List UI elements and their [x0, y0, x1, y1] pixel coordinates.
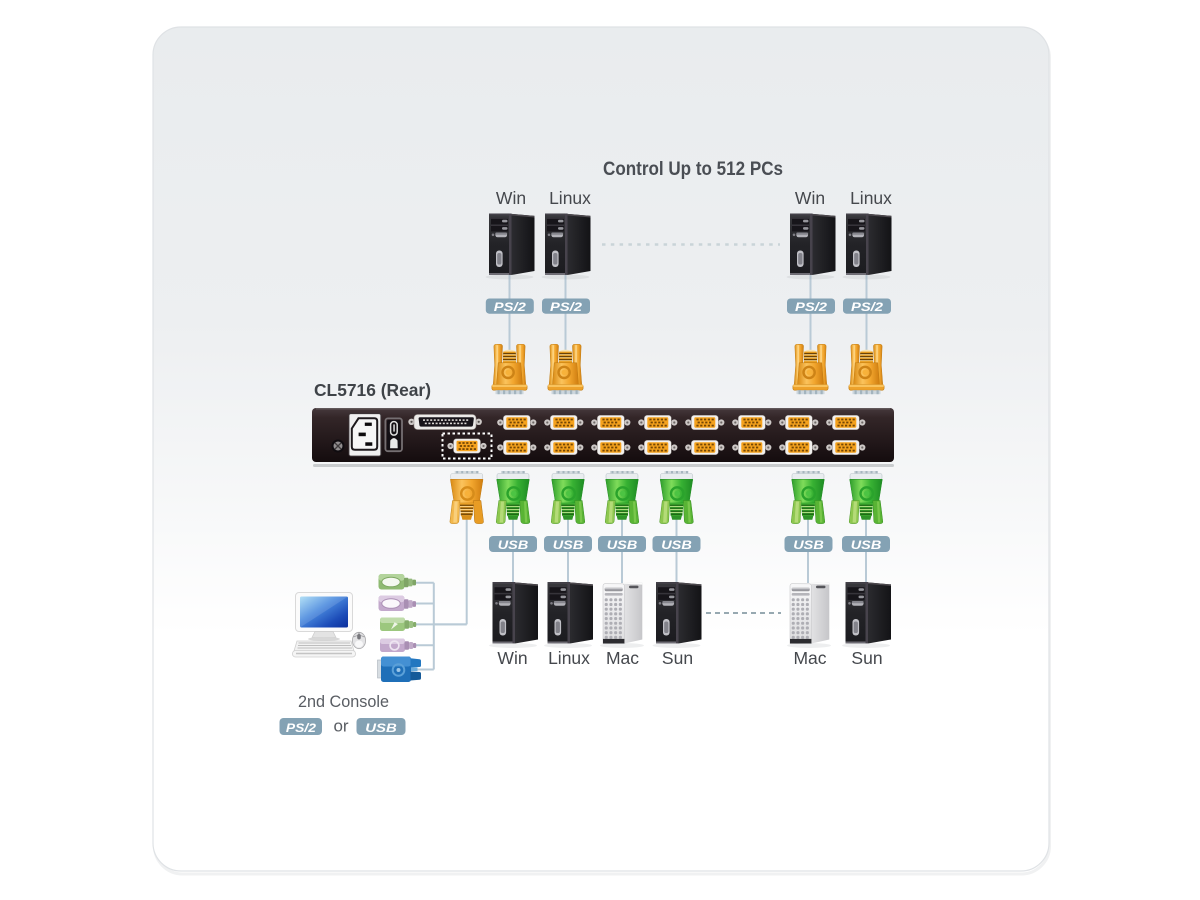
svg-text:Sun: Sun: [662, 648, 693, 668]
svg-text:Linux: Linux: [549, 188, 591, 208]
svg-text:2nd Console: 2nd Console: [298, 692, 389, 711]
svg-text:USB: USB: [498, 540, 529, 552]
svg-text:USB: USB: [851, 540, 882, 552]
svg-text:PS/2: PS/2: [550, 302, 583, 314]
svg-text:PS/2: PS/2: [494, 302, 527, 314]
svg-text:Win: Win: [795, 188, 825, 208]
svg-text:Win: Win: [497, 648, 527, 668]
svg-text:Mac: Mac: [793, 648, 826, 668]
svg-text:USB: USB: [365, 721, 397, 735]
svg-text:Control Up to 512 PCs: Control Up to 512 PCs: [603, 159, 783, 180]
svg-text:Mac: Mac: [606, 648, 639, 668]
svg-text:PS/2: PS/2: [795, 302, 828, 314]
svg-text:Sun: Sun: [851, 648, 882, 668]
svg-text:Linux: Linux: [850, 188, 892, 208]
svg-text:Linux: Linux: [548, 648, 590, 668]
svg-text:Win: Win: [496, 188, 526, 208]
svg-text:USB: USB: [553, 540, 584, 552]
svg-text:USB: USB: [607, 540, 638, 552]
svg-text:or: or: [333, 717, 348, 736]
svg-text:CL5716 (Rear): CL5716 (Rear): [314, 380, 431, 400]
svg-text:USB: USB: [661, 540, 692, 552]
svg-text:PS/2: PS/2: [851, 302, 884, 314]
svg-text:PS/2: PS/2: [286, 721, 316, 735]
svg-text:USB: USB: [793, 540, 824, 552]
